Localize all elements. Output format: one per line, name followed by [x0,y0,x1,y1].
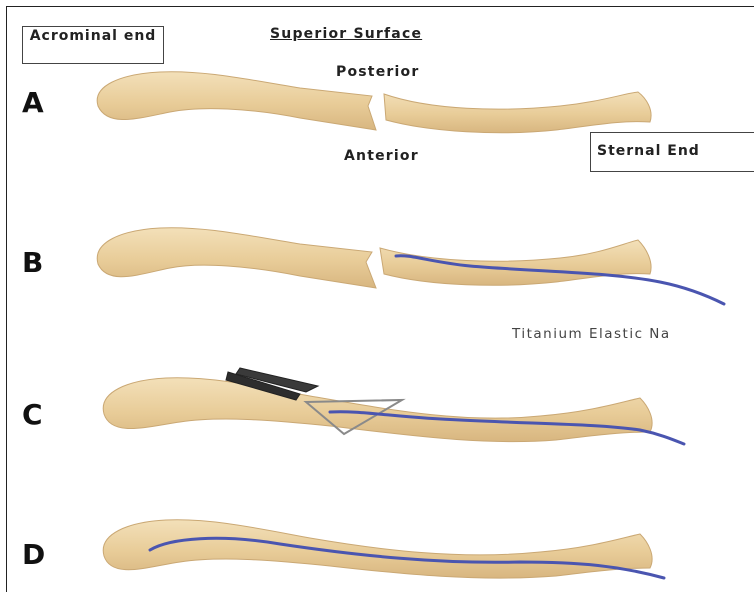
panel-d-clavicle [103,520,664,578]
sternal-fragment [380,240,651,285]
sternal-fragment [384,92,651,133]
panel-c-clavicle [103,368,684,444]
clavicle-body [103,378,652,442]
acromial-fragment [97,228,376,288]
panel-b-clavicle [97,228,724,304]
acromial-fragment [97,72,376,130]
clavicle-body [103,520,652,578]
panel-a-clavicle [97,72,651,133]
